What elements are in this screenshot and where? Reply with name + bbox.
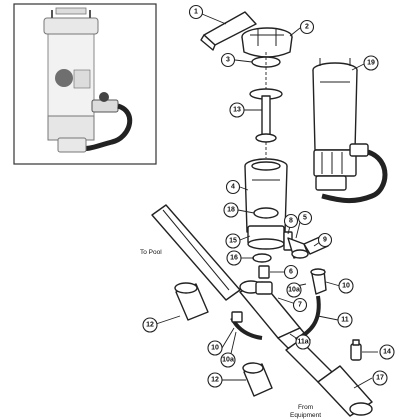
- part-2-lid: [241, 27, 293, 58]
- callout-18: 18: [223, 202, 239, 218]
- part-6-fitting: [258, 265, 270, 279]
- svg-text:4: 4: [231, 184, 235, 191]
- callout-leaders: [155, 13, 378, 389]
- part-12-bushing-upper: [174, 282, 209, 321]
- svg-text:1: 1: [194, 9, 198, 16]
- callout-12-upper: 12: [142, 317, 158, 333]
- svg-text:14: 14: [383, 349, 391, 356]
- callout-11: 11: [337, 312, 353, 328]
- pipe-from-equipment: [285, 339, 373, 417]
- svg-text:12: 12: [146, 322, 154, 329]
- callout-3: 3: [220, 52, 236, 68]
- svg-text:15: 15: [229, 238, 237, 245]
- svg-text:5: 5: [303, 215, 307, 222]
- svg-text:16: 16: [230, 255, 238, 262]
- callout-8: 8: [283, 213, 299, 229]
- product-photo-inset: [13, 3, 157, 165]
- svg-text:10: 10: [211, 345, 219, 352]
- callout-14: 14: [379, 344, 395, 360]
- svg-text:8: 8: [289, 218, 293, 225]
- callout-19: 19: [363, 55, 379, 71]
- callout-10a-lower: 10a: [220, 352, 236, 368]
- svg-text:11a: 11a: [297, 339, 308, 346]
- svg-text:10a: 10a: [288, 287, 300, 294]
- part-13-center-rod: [249, 88, 283, 143]
- part-19-assembled-unit: [312, 58, 388, 204]
- note-from-equipment-line1: From: [298, 404, 313, 411]
- callout-15: 15: [225, 233, 241, 249]
- pipe-to-pool: [151, 204, 241, 301]
- part-7-tee: [239, 280, 311, 349]
- part-1-tube: [200, 11, 257, 51]
- part-16-o-ring: [252, 253, 272, 263]
- callout-13: 13: [229, 102, 245, 118]
- part-12-bushing-lower: [242, 362, 273, 397]
- callout-7: 7: [292, 297, 308, 313]
- svg-text:9: 9: [323, 237, 327, 244]
- callout-9: 9: [317, 232, 333, 248]
- note-from-equipment-line2: Equipment: [290, 412, 321, 419]
- svg-text:13: 13: [233, 107, 241, 114]
- svg-text:11: 11: [341, 317, 349, 324]
- svg-text:3: 3: [226, 57, 230, 64]
- callout-2: 2: [299, 19, 315, 35]
- svg-text:10: 10: [342, 283, 350, 290]
- svg-text:7: 7: [298, 302, 302, 309]
- callout-16: 16: [226, 250, 242, 266]
- svg-text:10a: 10a: [222, 357, 234, 364]
- callout-12-lower: 12: [207, 372, 223, 388]
- svg-text:12: 12: [211, 377, 219, 384]
- callout-6: 6: [283, 264, 299, 280]
- callout-10-lower: 10: [207, 340, 223, 356]
- callout-10a-upper: 10a: [286, 282, 302, 298]
- callout-17: 17: [372, 370, 388, 386]
- part-14-bottle: [350, 339, 362, 361]
- callout-1: 1: [188, 4, 204, 20]
- part-5-valve: [283, 231, 309, 259]
- svg-text:19: 19: [367, 60, 375, 67]
- part-4-body: [244, 158, 288, 233]
- svg-text:6: 6: [289, 269, 293, 276]
- callout-11a: 11a: [295, 334, 311, 350]
- note-to-pool: To Pool: [140, 249, 162, 256]
- svg-text:2: 2: [305, 24, 309, 31]
- svg-text:18: 18: [227, 207, 235, 214]
- callout-10-upper: 10: [338, 278, 354, 294]
- callout-4: 4: [225, 179, 241, 195]
- part-10-elbow: [310, 268, 327, 295]
- callout-5: 5: [297, 210, 313, 226]
- svg-text:17: 17: [376, 375, 384, 382]
